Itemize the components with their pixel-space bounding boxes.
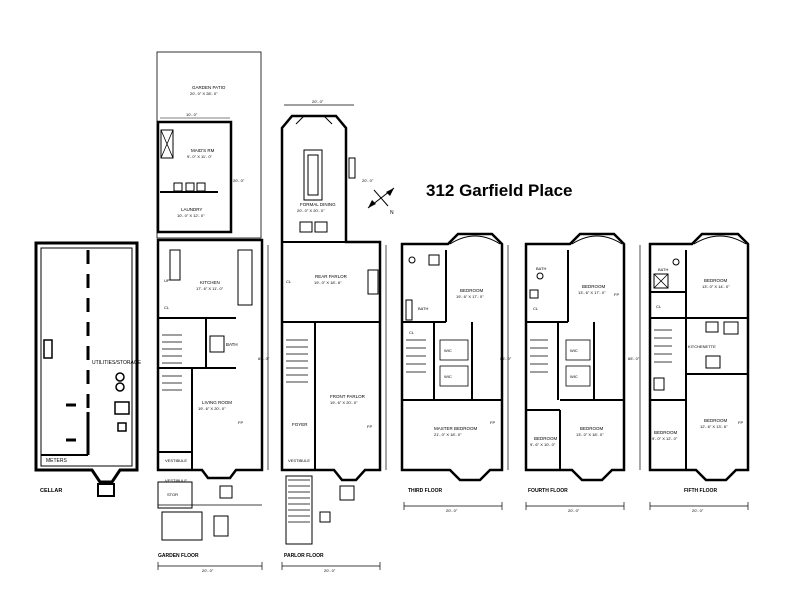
fifth-bedroom3-name: BEDROOM (704, 418, 728, 423)
third-depth-dim: 65'- 0" (500, 356, 512, 361)
laundry-name: LAUNDRY (181, 207, 202, 212)
kitchen-name: KITCHEN (200, 280, 220, 285)
third-width-dim: 20'- 0" (446, 508, 458, 513)
fourth-floor-plan: BEDROOM 13'- 6" X 17'- 0" BEDROOM 13'- 0… (524, 232, 641, 513)
rear-parlor-dim: 19'- 0" X 18'- 6" (314, 280, 342, 285)
parlor-floor-plan: 20'- 0" FORMAL DINING 20'- 0" X 20'- 0" … (280, 99, 387, 573)
laundry-dim: 10'- 0" X 12'- 0" (177, 213, 205, 218)
cellar-plan: UTILITIES/STORAGE METERS CELLAR (34, 241, 142, 497)
compass-north-label: N (390, 210, 394, 216)
fifth-cl-mark: CL (656, 304, 662, 309)
maids-room-name: MAID'S RM (191, 148, 215, 153)
fourth-bath-label: BATH (536, 266, 546, 271)
fourth-wic1-label: WIC (570, 348, 578, 353)
parlor-width-dim: 20'- 0" (324, 568, 336, 573)
cellar-meters-label: METERS (46, 458, 68, 464)
fifth-width-dim: 20'- 0" (692, 508, 704, 513)
garden-vestibule2-label: VESTIBULE (165, 478, 187, 483)
fifth-bedroom2-dim: 9'- 0" X 12'- 0" (652, 436, 678, 441)
formal-dining-dim: 20'- 0" X 20'- 0" (297, 208, 325, 213)
living-room-name: LIVING ROOM (202, 400, 232, 405)
garden-bath-label: BATH (226, 342, 238, 347)
fourth-wic2-label: WIC (570, 374, 578, 379)
fifth-bedroom2-name: BEDROOM (654, 430, 678, 435)
fifth-fp-mark: FP (738, 420, 743, 425)
garden-cl-mark: CL (164, 305, 170, 310)
third-bedroom-dim: 19'- 6" X 17'- 0" (456, 294, 484, 299)
garden-storage-label: STOR (167, 492, 178, 497)
garden-up-mark: UP (164, 278, 170, 283)
cellar-utilities-label: UTILITIES/STORAGE (92, 360, 142, 366)
fourth-cl-mark: CL (533, 306, 539, 311)
third-wic1-label: WIC (444, 348, 452, 353)
fifth-bedroom3-dim: 12'- 6" X 13'- 6" (700, 424, 728, 429)
third-cl-mark: CL (409, 330, 415, 335)
fourth-width-dim: 20'- 0" (568, 508, 580, 513)
formal-dining-name: FORMAL DINING (300, 202, 336, 207)
fourth-bedroom2-name: BEDROOM (580, 426, 604, 431)
fourth-bedroom2-dim: 13'- 0" X 18'- 0" (576, 432, 604, 437)
garden-fp-mark: FP (238, 420, 243, 425)
fourth-bedroom1-dim: 13'- 6" X 17'- 0" (578, 290, 606, 295)
fourth-bedroom3-name: BEDROOM (534, 436, 558, 441)
fifth-floor-label: FIFTH FLOOR (684, 488, 717, 494)
third-floor-label: THIRD FLOOR (408, 488, 443, 494)
cellar-floor-label: CELLAR (40, 488, 62, 494)
front-parlor-name: FRONT PARLOR (330, 394, 366, 399)
third-wic2-label: WIC (444, 374, 452, 379)
garden-patio-dim: 20'- 0" X 28'- 0" (190, 91, 218, 96)
fifth-bedroom1-name: BEDROOM (704, 278, 728, 283)
garden-depth-dim: 65'- 0" (258, 356, 270, 361)
kitchen-dim: 17'- 6" X 11'- 0" (196, 286, 224, 291)
compass-icon: N (367, 187, 395, 216)
parlor-vestibule-label: VESTIBULE (288, 458, 310, 463)
third-floor-plan: BEDROOM 19'- 6" X 17'- 0" MASTER BEDROOM… (400, 232, 512, 513)
rear-parlor-name: REAR PARLOR (315, 274, 348, 279)
garden-vestibule-label: VESTIBULE (165, 458, 187, 463)
fifth-floor-plan: BEDROOM 13'- 0" X 14'- 0" BEDROOM 9'- 0"… (648, 232, 750, 513)
fourth-bedroom1-name: BEDROOM (582, 284, 606, 289)
maids-room-dim: 9'- 0" X 11'- 0" (187, 154, 213, 159)
fourth-depth-dim: 65'- 0" (628, 356, 640, 361)
parlor-cl-mark: CL (286, 279, 292, 284)
parlor-rear-width-dim: 20'- 0" (312, 99, 324, 104)
garden-floor-plan: GARDEN PATIO 20'- 0" X 28'- 0" 10'- 0" M… (156, 51, 270, 573)
living-room-dim: 19'- 6" X 20'- 0" (198, 406, 226, 411)
garden-patio-side-dim: 20'- 0" (233, 178, 245, 183)
front-parlor-dim: 19'- 6" X 20'- 0" (330, 400, 358, 405)
garden-rear-dim: 10'- 0" (186, 112, 198, 117)
fifth-bath-label: BATH (658, 267, 668, 272)
page-title: 312 Garfield Place (426, 181, 573, 200)
parlor-dining-side-dim: 20'- 0" (362, 178, 374, 183)
fourth-fp-mark: FP (614, 292, 619, 297)
fifth-bedroom1-dim: 13'- 0" X 14'- 0" (702, 284, 730, 289)
parlor-fp-mark: FP (367, 424, 372, 429)
third-fp-mark: FP (490, 420, 495, 425)
third-bedroom-name: BEDROOM (460, 288, 484, 293)
garden-width-dim: 20'- 0" (202, 568, 214, 573)
master-bedroom-name: MASTER BEDROOM (434, 426, 478, 431)
kitchenette-label: KITCHENETTE (688, 344, 716, 349)
parlor-floor-label: PARLOR FLOOR (284, 553, 324, 559)
garden-floor-label: GARDEN FLOOR (158, 553, 199, 559)
foyer-label: FOYER (292, 422, 308, 427)
master-bedroom-dim: 21'- 0" X 18'- 0" (434, 432, 462, 437)
fourth-floor-label: FOURTH FLOOR (528, 488, 568, 494)
fourth-bedroom3-dim: 9'- 6" X 10'- 0" (530, 442, 556, 447)
garden-patio-name: GARDEN PATIO (192, 85, 226, 90)
third-bath-label: BATH (418, 306, 428, 311)
